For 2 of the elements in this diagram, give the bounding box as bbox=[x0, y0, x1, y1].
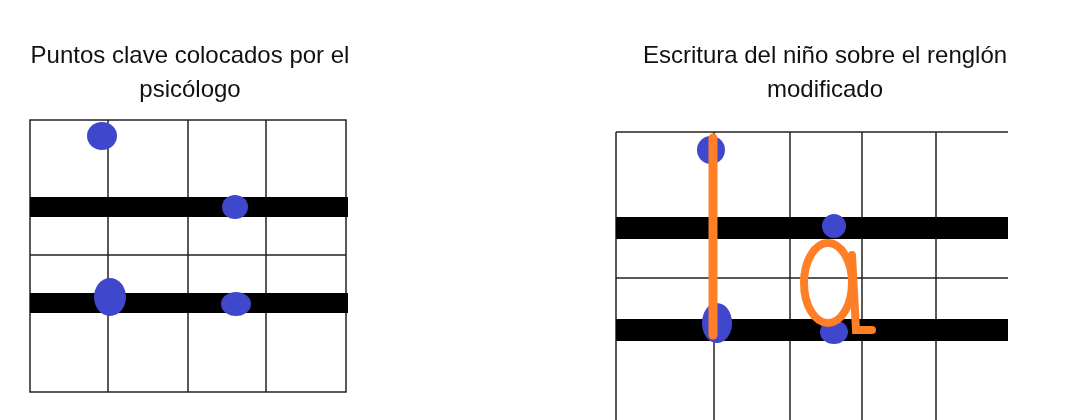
heading: Puntos clave colocados por el psicólogo bbox=[29, 40, 351, 104]
heading: Escritura del niño sobre el renglón modificado bbox=[641, 40, 1009, 104]
